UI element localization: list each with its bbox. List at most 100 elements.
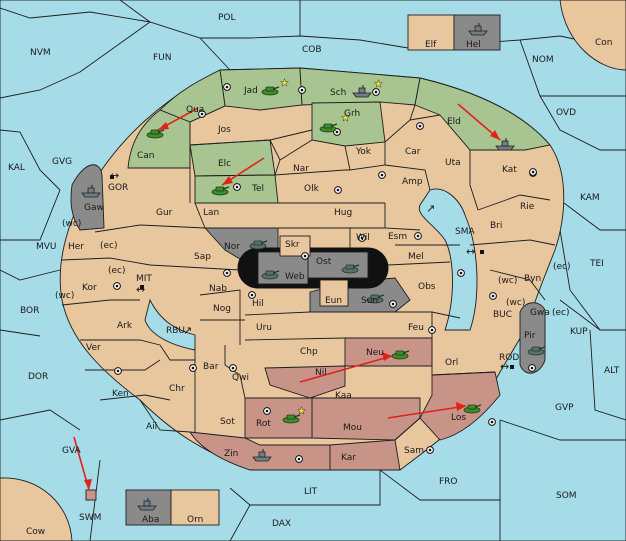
army-icon[interactable] <box>341 264 360 274</box>
army-icon[interactable] <box>146 129 165 139</box>
province-Jad[interactable] <box>219 67 303 111</box>
army-icon[interactable] <box>366 294 385 304</box>
label-KAM: KAM <box>580 193 600 203</box>
supply-center-dot <box>225 85 229 89</box>
order-arrowhead-nil <box>382 352 392 361</box>
label-Wil: Wil <box>356 233 370 243</box>
supply-center-dot <box>231 366 235 370</box>
label-KUP: KUP <box>570 327 588 337</box>
label-LIT: LIT <box>304 487 318 497</box>
supply-center-dot <box>380 173 384 177</box>
label-Chp: Chp <box>300 347 318 357</box>
label-Sch: Sch <box>330 88 346 98</box>
province-Kar[interactable] <box>329 439 401 471</box>
units: ★★★★ <box>81 23 546 511</box>
passage-arrows: ↔ ↔ ↗ ↗ ↔ ↔ <box>110 169 509 373</box>
label-Cow: Cow <box>26 527 45 537</box>
label-Chr: Chr <box>169 384 185 394</box>
army-icon[interactable] <box>391 350 410 360</box>
label-Con: Con <box>595 38 613 48</box>
label-Bri: Bri <box>490 221 502 231</box>
label-Mou: Mou <box>343 423 362 433</box>
label-Sun: Sun <box>361 296 378 306</box>
label-SMA: SMA <box>455 227 475 237</box>
army-icon[interactable] <box>282 414 301 424</box>
province-Sch[interactable] <box>299 67 421 106</box>
province-Zin[interactable] <box>189 431 331 471</box>
army-icon[interactable] <box>527 346 546 356</box>
label-Ken: Ken <box>112 389 129 399</box>
svg-text:↔: ↔ <box>466 245 475 258</box>
svg-text:↔: ↔ <box>136 283 145 296</box>
label-Byn: Byn <box>524 274 541 284</box>
label-Ail: Ail <box>146 422 157 432</box>
province-Skr[interactable] <box>279 235 311 257</box>
supply-center-dot <box>116 369 120 373</box>
label-KAL: KAL <box>8 163 25 173</box>
svg-text:↗: ↗ <box>183 324 192 337</box>
province-Orn[interactable] <box>170 489 220 526</box>
fleet-icon[interactable] <box>352 85 372 98</box>
label-Car: Car <box>405 147 421 157</box>
fleet-icon[interactable] <box>137 498 157 511</box>
label-Nab: Nab <box>209 284 227 294</box>
fleet-icon[interactable] <box>252 449 272 462</box>
province-Eun[interactable] <box>319 279 349 307</box>
province-Grh[interactable] <box>311 101 386 147</box>
province-Pir[interactable] <box>519 302 546 374</box>
supply-center-dot <box>418 124 422 128</box>
label-DAX: DAX <box>272 519 291 529</box>
label-Sam: Sam <box>404 446 424 456</box>
label-TEI: TEI <box>589 259 604 269</box>
label-Qwi: Qwi <box>232 373 249 383</box>
province-Neu[interactable] <box>344 337 433 367</box>
label-Gwa: Gwa <box>530 308 550 318</box>
province-Eld[interactable] <box>414 77 551 151</box>
label-Her: Her <box>68 242 84 252</box>
army-icon[interactable] <box>261 270 280 280</box>
fleet-icon[interactable] <box>81 185 101 198</box>
fleet-icon[interactable] <box>468 23 488 36</box>
army-icon[interactable] <box>249 240 268 250</box>
supply-center-dot <box>335 130 339 134</box>
label-Skr: Skr <box>285 240 300 250</box>
label-GVP: GVP <box>555 403 574 413</box>
label-POL: POL <box>218 13 236 23</box>
supply-center-dot <box>531 170 535 174</box>
label-Yok: Yok <box>355 147 372 157</box>
label-Jad: Jad <box>243 86 258 96</box>
province-Elf[interactable] <box>407 14 455 51</box>
label-MIT: MIT <box>136 274 152 284</box>
province-SMA-channel[interactable] <box>418 188 478 331</box>
army-icon[interactable] <box>211 186 230 196</box>
supply-center-dot <box>360 236 364 240</box>
fleet-icon[interactable] <box>495 138 515 151</box>
province-Rot[interactable] <box>244 397 313 439</box>
province-Nil[interactable] <box>264 365 346 399</box>
supply-center-dot <box>300 88 304 92</box>
army-icon[interactable] <box>319 123 338 133</box>
order-arrows <box>73 103 501 491</box>
label-Nor: Nor <box>224 242 240 252</box>
label-Sot: Sot <box>220 417 235 427</box>
label-coast-ec-byn: (ec) <box>553 262 571 272</box>
province-Gaw[interactable] <box>70 164 105 231</box>
label-Uru: Uru <box>256 323 272 333</box>
label-ALT: ALT <box>604 366 620 376</box>
label-Rot: Rot <box>256 419 271 429</box>
supply-center-dot <box>491 294 495 298</box>
label-Eun: Eun <box>325 296 342 306</box>
label-Zin: Zin <box>224 449 238 459</box>
supply-center-dot <box>490 420 494 424</box>
label-Hug: Hug <box>334 208 352 218</box>
province-Elc[interactable] <box>189 139 276 177</box>
army-icon[interactable] <box>463 404 482 414</box>
svg-text:↔: ↔ <box>500 360 509 373</box>
label-Kaa: Kaa <box>335 391 352 401</box>
label-Nar: Nar <box>293 164 309 174</box>
supply-center-dot <box>428 448 432 452</box>
label-coast-wc-kor: (wc) <box>55 291 74 301</box>
label-Bar: Bar <box>203 362 219 372</box>
province-SWM-islet <box>85 489 97 501</box>
army-icon[interactable] <box>261 86 280 96</box>
